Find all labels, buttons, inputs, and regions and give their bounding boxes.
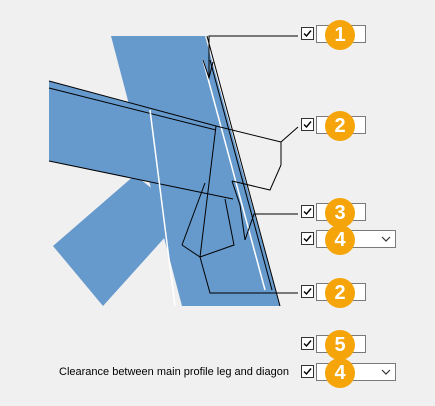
leader-lines bbox=[181, 35, 299, 294]
chevron-down-icon bbox=[381, 236, 391, 242]
row-callout-2: 2 bbox=[301, 111, 371, 141]
callout-badge-2: 2 bbox=[325, 111, 355, 141]
checkbox-1[interactable] bbox=[301, 27, 314, 40]
lower-diagonal bbox=[53, 175, 185, 306]
checkmark-icon bbox=[303, 288, 312, 296]
checkmark-icon bbox=[303, 121, 312, 129]
row-callout-2b: 2 bbox=[301, 278, 371, 308]
callout-badge-4: 4 bbox=[325, 225, 355, 255]
checkbox-5[interactable] bbox=[301, 337, 314, 350]
beam-overlap-line bbox=[149, 109, 176, 307]
clearance-label: Clearance between main profile leg and d… bbox=[59, 366, 289, 378]
checkmark-icon bbox=[303, 208, 312, 216]
main-profile-edge bbox=[206, 35, 281, 307]
row-callout-4b: 4 bbox=[301, 358, 397, 388]
callout-badge-4b: 4 bbox=[325, 358, 355, 388]
checkbox-2[interactable] bbox=[301, 118, 314, 131]
checkmark-icon bbox=[303, 340, 312, 348]
row-callout-3: 3 bbox=[301, 198, 371, 228]
callout-badge-1: 1 bbox=[325, 20, 355, 50]
diagonal-beam bbox=[49, 81, 233, 199]
checkbox-4[interactable] bbox=[301, 232, 314, 245]
diagonal-beam-top bbox=[48, 80, 217, 127]
row-callout-4: 4 bbox=[301, 225, 397, 255]
checkmark-icon bbox=[303, 368, 312, 376]
checkbox-4b[interactable] bbox=[301, 365, 314, 378]
callout-badge-3: 3 bbox=[325, 198, 355, 228]
diagonal-beam-bottom bbox=[48, 160, 234, 200]
checkbox-3[interactable] bbox=[301, 205, 314, 218]
row-callout-5: 5 bbox=[301, 330, 371, 360]
chevron-down-icon bbox=[381, 369, 391, 375]
main-profile-leg-line bbox=[202, 59, 266, 291]
callout-badge-2b: 2 bbox=[325, 278, 355, 308]
main-profile-leg-line-2 bbox=[209, 59, 273, 291]
checkmark-icon bbox=[303, 235, 312, 243]
diagonal-beam-flange bbox=[48, 87, 217, 131]
checkbox-2b[interactable] bbox=[301, 285, 314, 298]
row-callout-1: 1 bbox=[301, 20, 371, 50]
checkmark-icon bbox=[303, 30, 312, 38]
callout-badge-5: 5 bbox=[325, 330, 355, 360]
